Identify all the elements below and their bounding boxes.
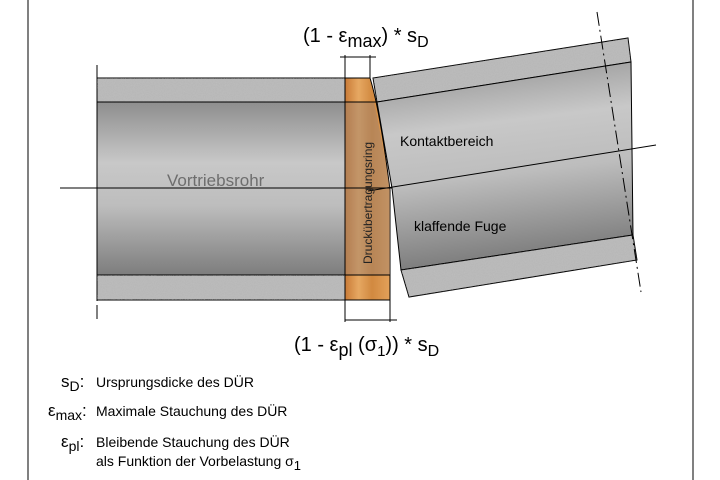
right-pipe	[372, 37, 638, 298]
legend-item: sD: Ursprungsdicke des DÜR	[61, 372, 254, 394]
top-formula: (1 - εmax) * sD	[303, 25, 429, 51]
svg-text:εpl:: εpl:	[61, 432, 84, 454]
pipe-label: Vortriebsrohr	[167, 171, 265, 190]
contact-area-label: Kontaktbereich	[400, 133, 493, 149]
svg-text:Bleibende Stauchung des DÜR: Bleibende Stauchung des DÜR	[96, 433, 290, 450]
dimension-top	[340, 55, 376, 300]
bottom-formula: (1 - εpl (σ1)) * sD	[294, 334, 439, 360]
gap-label: klaffende Fuge	[414, 218, 507, 234]
svg-text:Maximale Stauchung des DÜR: Maximale Stauchung des DÜR	[96, 402, 287, 419]
svg-text:εmax:: εmax:	[48, 401, 87, 423]
legend: sD: Ursprungsdicke des DÜR εmax: Maximal…	[48, 372, 301, 473]
dimension-bottom	[344, 300, 397, 322]
legend-item: εmax: Maximale Stauchung des DÜR	[48, 401, 287, 423]
svg-text:als Funktion der Vorbelastung: als Funktion der Vorbelastung σ1	[96, 453, 301, 473]
centerline-right	[367, 144, 657, 192]
ring-label: Druckübertragungsring	[361, 142, 375, 264]
svg-text:Ursprungsdicke des DÜR: Ursprungsdicke des DÜR	[96, 373, 254, 390]
svg-text:sD:: sD:	[61, 372, 84, 394]
legend-item: εpl: Bleibende Stauchung des DÜR als Fun…	[61, 432, 301, 473]
